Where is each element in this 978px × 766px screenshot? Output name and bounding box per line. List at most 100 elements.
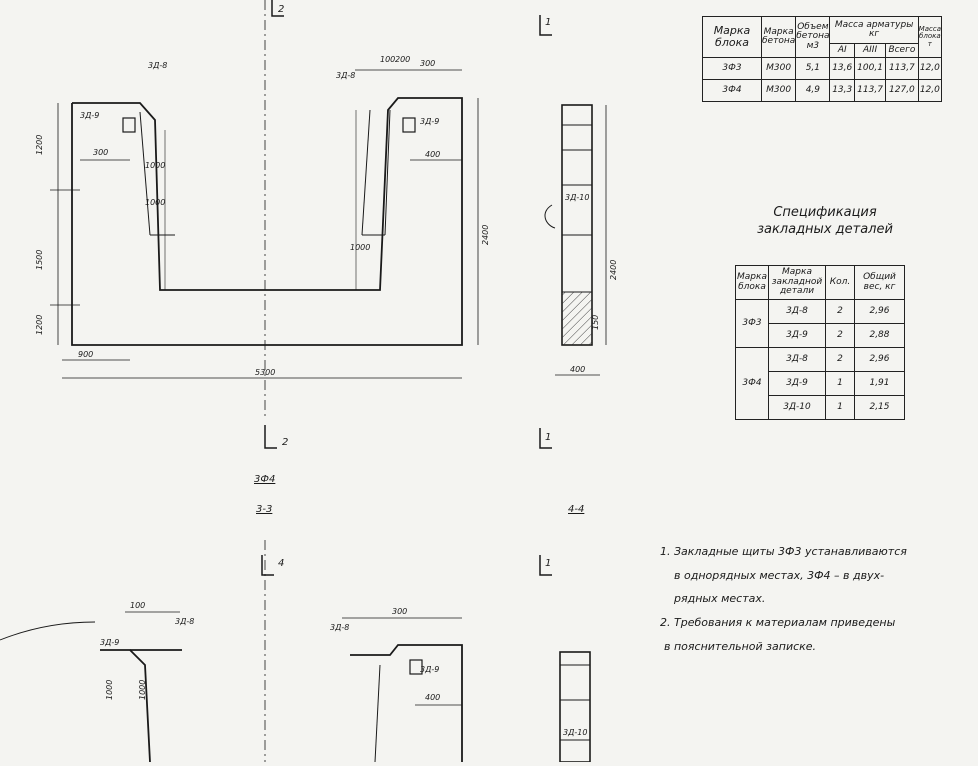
spec-title-line1: Спецификация bbox=[773, 205, 877, 220]
cell: 100,1 bbox=[853, 57, 887, 80]
cell: 5,1 bbox=[795, 57, 831, 80]
side-leader bbox=[544, 204, 556, 229]
note-1-line-3: рядных местах. bbox=[674, 592, 766, 606]
section-mark-label: 2 bbox=[278, 4, 284, 15]
dim-top-a: 100 bbox=[380, 55, 395, 64]
cell: 3Д-8 bbox=[768, 347, 826, 372]
cell: М300 bbox=[760, 79, 797, 102]
spec-block-cell: 3Ф3 bbox=[735, 299, 769, 348]
front-view-bottom bbox=[0, 540, 463, 763]
table-row: 3Д-9 1 1,91 bbox=[736, 371, 905, 396]
front-view-top-labels: 2 3Д-8 3Д-9 300 3Д-8 3Д-9 100 200 300 40… bbox=[35, 4, 490, 515]
bottom-tag-left-a: 3Д-8 bbox=[175, 617, 194, 626]
section-mark-2 bbox=[264, 425, 277, 449]
cell: 3Ф4 bbox=[702, 79, 762, 102]
cell: 1,91 bbox=[854, 371, 905, 396]
cell: 2 bbox=[825, 323, 855, 348]
table-row: 3Ф3 М300 5,1 13,6 100,1 113,7 12,0 bbox=[702, 57, 943, 80]
note-1-line-2: в однорядных местах, 3Ф4 – в двух- bbox=[674, 568, 885, 582]
cell: 13,3 bbox=[829, 79, 855, 102]
dim-v-left-b: 1500 bbox=[35, 250, 44, 270]
dim-right-offset: 400 bbox=[425, 150, 440, 159]
section-mark-4 bbox=[261, 555, 274, 576]
bottom-dim-top-b: 300 bbox=[392, 607, 407, 616]
note-2-line-1: 2. Требования к материалам приведены bbox=[660, 615, 896, 629]
cell: 3Д-8 bbox=[768, 299, 826, 324]
spec-header-weight: Общий вес, кг bbox=[854, 265, 905, 300]
cell: 1 bbox=[825, 395, 855, 420]
cell: 113,7 bbox=[853, 79, 887, 102]
header-concrete-volume: Объем бетона м3 bbox=[795, 16, 831, 58]
spec-block-cell: 3Ф4 bbox=[735, 347, 769, 420]
dim-top-b: 200 bbox=[395, 55, 410, 64]
dim-v-left-c: 1200 bbox=[35, 315, 44, 335]
inner-line-left bbox=[139, 111, 151, 236]
cell: 127,0 bbox=[885, 79, 919, 102]
inner-line-right-2 bbox=[384, 109, 391, 236]
table-row: 3Ф4 М300 4,9 13,3 113,7 127,0 12,0 bbox=[702, 79, 943, 102]
dim-v2: 1000 bbox=[145, 198, 165, 207]
tag-left-b: 3Д-9 bbox=[80, 111, 99, 120]
bottom-tag-right-a: 3Д-8 bbox=[330, 623, 349, 632]
side-dim-width-label: 400 bbox=[570, 365, 585, 374]
spec-title-line2: закладных деталей bbox=[757, 221, 893, 237]
table-row: 3Д-10 1 2,15 bbox=[736, 395, 905, 420]
cell: 3Д-10 bbox=[768, 395, 826, 420]
side-view-top bbox=[539, 15, 607, 449]
side-section-mark-b: 1 bbox=[545, 432, 551, 443]
dim-base-left: 900 bbox=[78, 350, 93, 359]
subheader-total: Всего bbox=[885, 42, 919, 59]
header-concrete-mark: Марка бетона bbox=[760, 16, 797, 58]
bottom-plate-right bbox=[409, 659, 423, 675]
cell: 3Ф3 bbox=[702, 57, 762, 80]
section-name: 3-3 bbox=[256, 504, 272, 515]
cell: М300 bbox=[760, 57, 797, 80]
subheader-a3: АIII bbox=[853, 42, 887, 59]
header-block-mark: Марка блока bbox=[702, 16, 762, 58]
bottom-inner-right bbox=[374, 664, 381, 763]
cell: 2,15 bbox=[854, 395, 905, 420]
tag-right-a: 3Д-8 bbox=[336, 71, 355, 80]
cell: 2,96 bbox=[854, 299, 905, 324]
section-mark-1b bbox=[539, 428, 552, 449]
side-bottom-outline bbox=[559, 651, 591, 763]
side-bottom-tag: 3Д-10 bbox=[563, 728, 587, 737]
bottom-dim-top-a: 100 bbox=[130, 601, 145, 610]
spec-header-qty: Кол. bbox=[825, 265, 855, 300]
cell: 12,0 bbox=[917, 57, 943, 80]
bottom-dim-v2: 1000 bbox=[105, 680, 114, 700]
note-2-line-2: в пояснительной записке. bbox=[664, 639, 817, 653]
section-mark-top bbox=[271, 0, 284, 17]
dim-v3: 1000 bbox=[350, 243, 370, 252]
spec-table: Марка блока Марка закладной детали Кол. … bbox=[735, 265, 905, 420]
table-row: 3Д-9 2 2,88 bbox=[736, 323, 905, 348]
side-hatch bbox=[561, 291, 593, 346]
inner-line-right bbox=[361, 109, 371, 236]
side-bottom-section-name: 4-4 bbox=[568, 504, 584, 515]
note-1-line-1: 1. Закладные щиты 3Ф3 устанавливаются bbox=[660, 545, 907, 558]
bottom-dim-right-offset: 400 bbox=[425, 693, 440, 702]
cell: 3Д-9 bbox=[768, 371, 826, 396]
notes: 1. Закладные щиты 3Ф3 устанавливаются в … bbox=[660, 540, 960, 658]
dim-total: 5300 bbox=[255, 368, 275, 377]
embed-plate-left bbox=[122, 117, 136, 133]
bottom-outline-right bbox=[350, 644, 463, 762]
cell: 2 bbox=[825, 347, 855, 372]
cell: 13,6 bbox=[829, 57, 855, 80]
spec-title: Спецификация закладных деталей bbox=[740, 205, 910, 239]
tag-right-b: 3Д-9 bbox=[420, 117, 439, 126]
table-row: 3Ф4 3Д-8 2 2,96 bbox=[735, 347, 905, 420]
header-block-mass: Масса блока т bbox=[917, 16, 943, 58]
sheet-fold-mark bbox=[0, 621, 96, 641]
side-tag: 3Д-10 bbox=[565, 193, 589, 202]
block-name: 3Ф4 bbox=[254, 474, 275, 485]
cell: 4,9 bbox=[795, 79, 831, 102]
bottom-tag-right-b: 3Д-9 bbox=[420, 665, 439, 674]
section-mark-1 bbox=[539, 15, 552, 36]
header-rebar-mass: Масса арматуры кг bbox=[829, 16, 919, 44]
cell: 3Д-9 bbox=[768, 323, 826, 348]
tag-left-a: 3Д-8 bbox=[148, 61, 167, 70]
bottom-tag-left-b: 3Д-9 bbox=[100, 638, 119, 647]
